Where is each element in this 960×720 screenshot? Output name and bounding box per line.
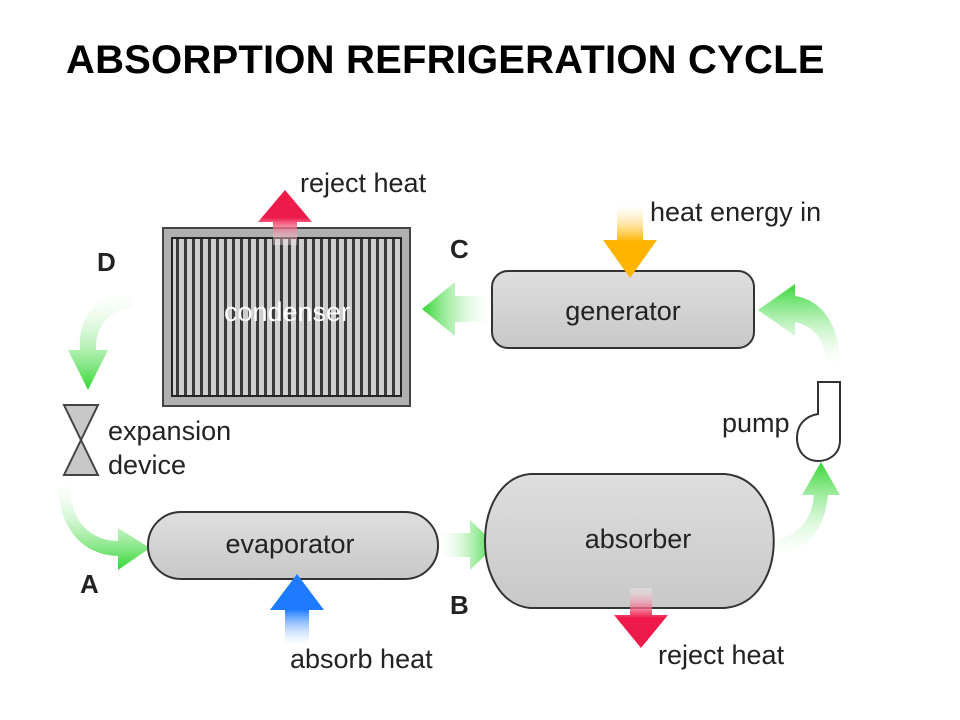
point-c-label: C: [450, 234, 469, 264]
expansion-device-icon: [62, 404, 100, 476]
point-d-label: D: [97, 247, 116, 277]
flow-arrow-pump-to-generator: [758, 284, 840, 365]
evaporator-absorb-heat-arrow: [270, 574, 324, 645]
page-title: ABSORPTION REFRIGERATION CYCLE: [66, 38, 825, 82]
condenser-reject-heat-label: reject heat: [300, 168, 427, 198]
condenser: condenser: [162, 227, 411, 407]
absorber: absorber: [484, 473, 775, 609]
expansion-label-line1: expansion: [108, 416, 231, 446]
evaporator: evaporator: [147, 511, 439, 580]
absorber-reject-heat-arrow: [614, 588, 668, 648]
generator: generator: [491, 270, 755, 349]
absorber-label: absorber: [585, 524, 692, 554]
flow-arrow-absorber-to-pump: [776, 462, 840, 556]
evaporator-absorb-heat-label: absorb heat: [290, 644, 433, 674]
absorber-reject-heat-label: reject heat: [658, 640, 785, 670]
flow-arrow-a: [58, 483, 150, 570]
generator-label: generator: [565, 296, 681, 326]
flow-arrow-c: [422, 282, 490, 336]
flow-arrow-d: [68, 293, 132, 390]
condenser-label: condenser: [224, 297, 350, 327]
point-a-label: A: [80, 569, 99, 599]
pump-icon: [795, 381, 841, 463]
generator-heat-in-label: heat energy in: [650, 197, 821, 227]
evaporator-label: evaporator: [225, 529, 354, 559]
generator-heat-in-arrow: [603, 205, 657, 278]
point-b-label: B: [450, 590, 469, 620]
expansion-label-line2: device: [108, 450, 186, 480]
flow-arrow-b: [440, 520, 496, 570]
pump-label: pump: [722, 408, 790, 438]
condenser-reject-heat-arrow: [258, 190, 312, 245]
